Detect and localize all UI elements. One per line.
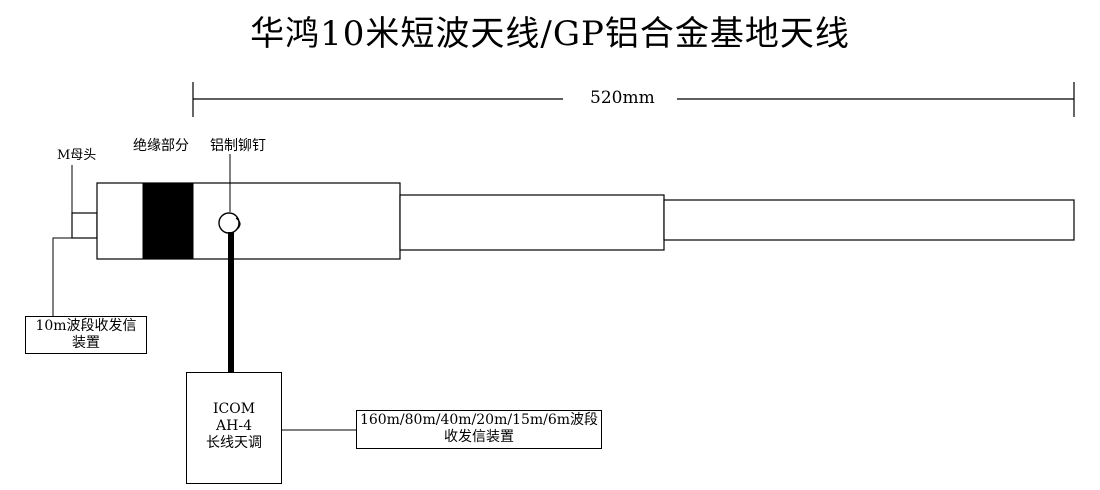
tuner-line2: AH-4 bbox=[216, 418, 252, 434]
rivet-label: 铝制铆钉 bbox=[210, 138, 266, 154]
insulation-label: 绝缘部分 bbox=[133, 138, 189, 154]
radio-10m-wire bbox=[52, 237, 72, 316]
dimension-line bbox=[192, 82, 1075, 117]
radio-10m-line1: 10m波段收发信 bbox=[35, 318, 137, 334]
tuner-line1: ICOM bbox=[212, 401, 256, 417]
antenna-base-section bbox=[96, 182, 401, 260]
radio-10m-line2: 装置 bbox=[72, 335, 100, 351]
tuner-box: ICOM AH-4 长线天调 bbox=[186, 372, 282, 484]
tuner-line3: 长线天调 bbox=[206, 435, 262, 451]
dimension-label: 520mm bbox=[590, 88, 655, 108]
m-connector bbox=[71, 212, 98, 239]
radio-10m-box: 10m波段收发信 装置 bbox=[25, 316, 147, 354]
feed-wire bbox=[228, 232, 234, 372]
radio-multiband-line2: 收发信装置 bbox=[444, 429, 514, 445]
antenna-middle-section bbox=[399, 194, 665, 251]
insulation-section bbox=[142, 182, 194, 260]
radio-multiband-line1: 160m/80m/40m/20m/15m/6m波段 bbox=[359, 412, 599, 428]
antenna-top-section bbox=[663, 199, 1075, 241]
rivet-hook bbox=[235, 217, 241, 231]
connector-label: M母头 bbox=[57, 148, 97, 163]
radio-multiband-box: 160m/80m/40m/20m/15m/6m波段 收发信装置 bbox=[356, 410, 602, 449]
diagram-title: 华鸿10米短波天线/GP铝合金基地天线 bbox=[250, 14, 850, 54]
